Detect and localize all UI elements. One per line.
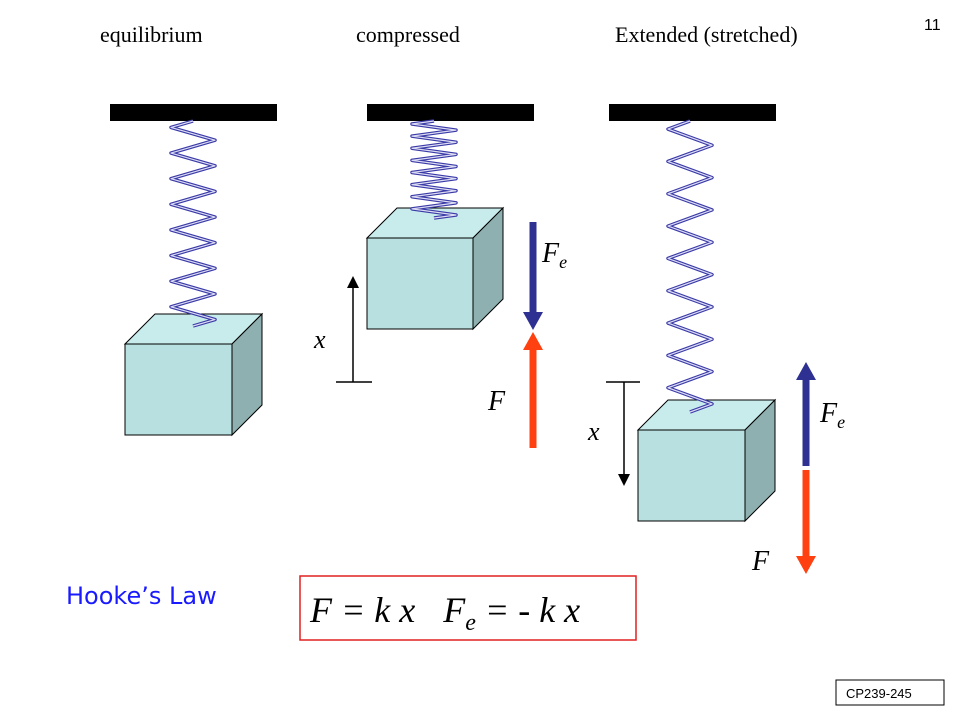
- block-equilibrium: [123, 312, 264, 437]
- symbol-f-extended: F: [751, 546, 770, 577]
- spring-coil-highlight: [667, 120, 713, 413]
- symbol-fe-extended: Fe: [819, 398, 845, 432]
- label-equilibrium: equilibrium: [100, 22, 203, 47]
- ceiling-bar-extended: [609, 104, 776, 121]
- block-front-face: [124, 343, 233, 436]
- equation-fe-main: F: [442, 590, 466, 630]
- ceiling-bar-equilibrium: [110, 104, 277, 121]
- spring-equilibrium: [169, 119, 217, 328]
- spring-coil-highlight: [411, 120, 457, 219]
- fe-arrow-compressed: [523, 222, 543, 330]
- equation-box: [299, 575, 637, 641]
- f-arrow-compressed: [523, 332, 543, 448]
- spring-extended: [666, 119, 714, 414]
- fe-sub-extended: e: [837, 412, 845, 432]
- spring-compressed: [410, 119, 458, 220]
- course-code: CP239-245: [846, 686, 912, 701]
- block-compressed: [365, 206, 505, 331]
- equation: F = k x Fe = - k x: [309, 590, 580, 636]
- slide-number: 11: [924, 17, 941, 34]
- symbol-fe-compressed: Fe: [541, 238, 567, 272]
- hookes-law-title: Hooke’s Law: [66, 582, 217, 610]
- label-compressed: compressed: [356, 22, 460, 47]
- course-code-box: [835, 679, 945, 706]
- fe-arrow-extended: [796, 362, 816, 466]
- f-arrow-extended: [796, 470, 816, 574]
- symbol-f-compressed: F: [487, 386, 506, 417]
- fe-main-compressed: F: [541, 238, 560, 269]
- symbol-x-compressed: x: [313, 325, 326, 354]
- equation-part1: F = k x: [309, 590, 415, 630]
- fe-sub-compressed: e: [559, 252, 567, 272]
- label-extended: Extended (stretched): [615, 22, 798, 47]
- ceiling-bar-compressed: [367, 104, 534, 121]
- equation-fe-sub: e: [465, 610, 476, 636]
- symbol-x-extended: x: [587, 417, 600, 446]
- spring-coil-highlight: [170, 120, 216, 327]
- block-front-face: [366, 237, 474, 330]
- fe-main-extended: F: [819, 398, 838, 429]
- equation-part2: = - k x: [476, 590, 580, 630]
- block-extended: [636, 398, 777, 523]
- block-front-face: [637, 429, 746, 522]
